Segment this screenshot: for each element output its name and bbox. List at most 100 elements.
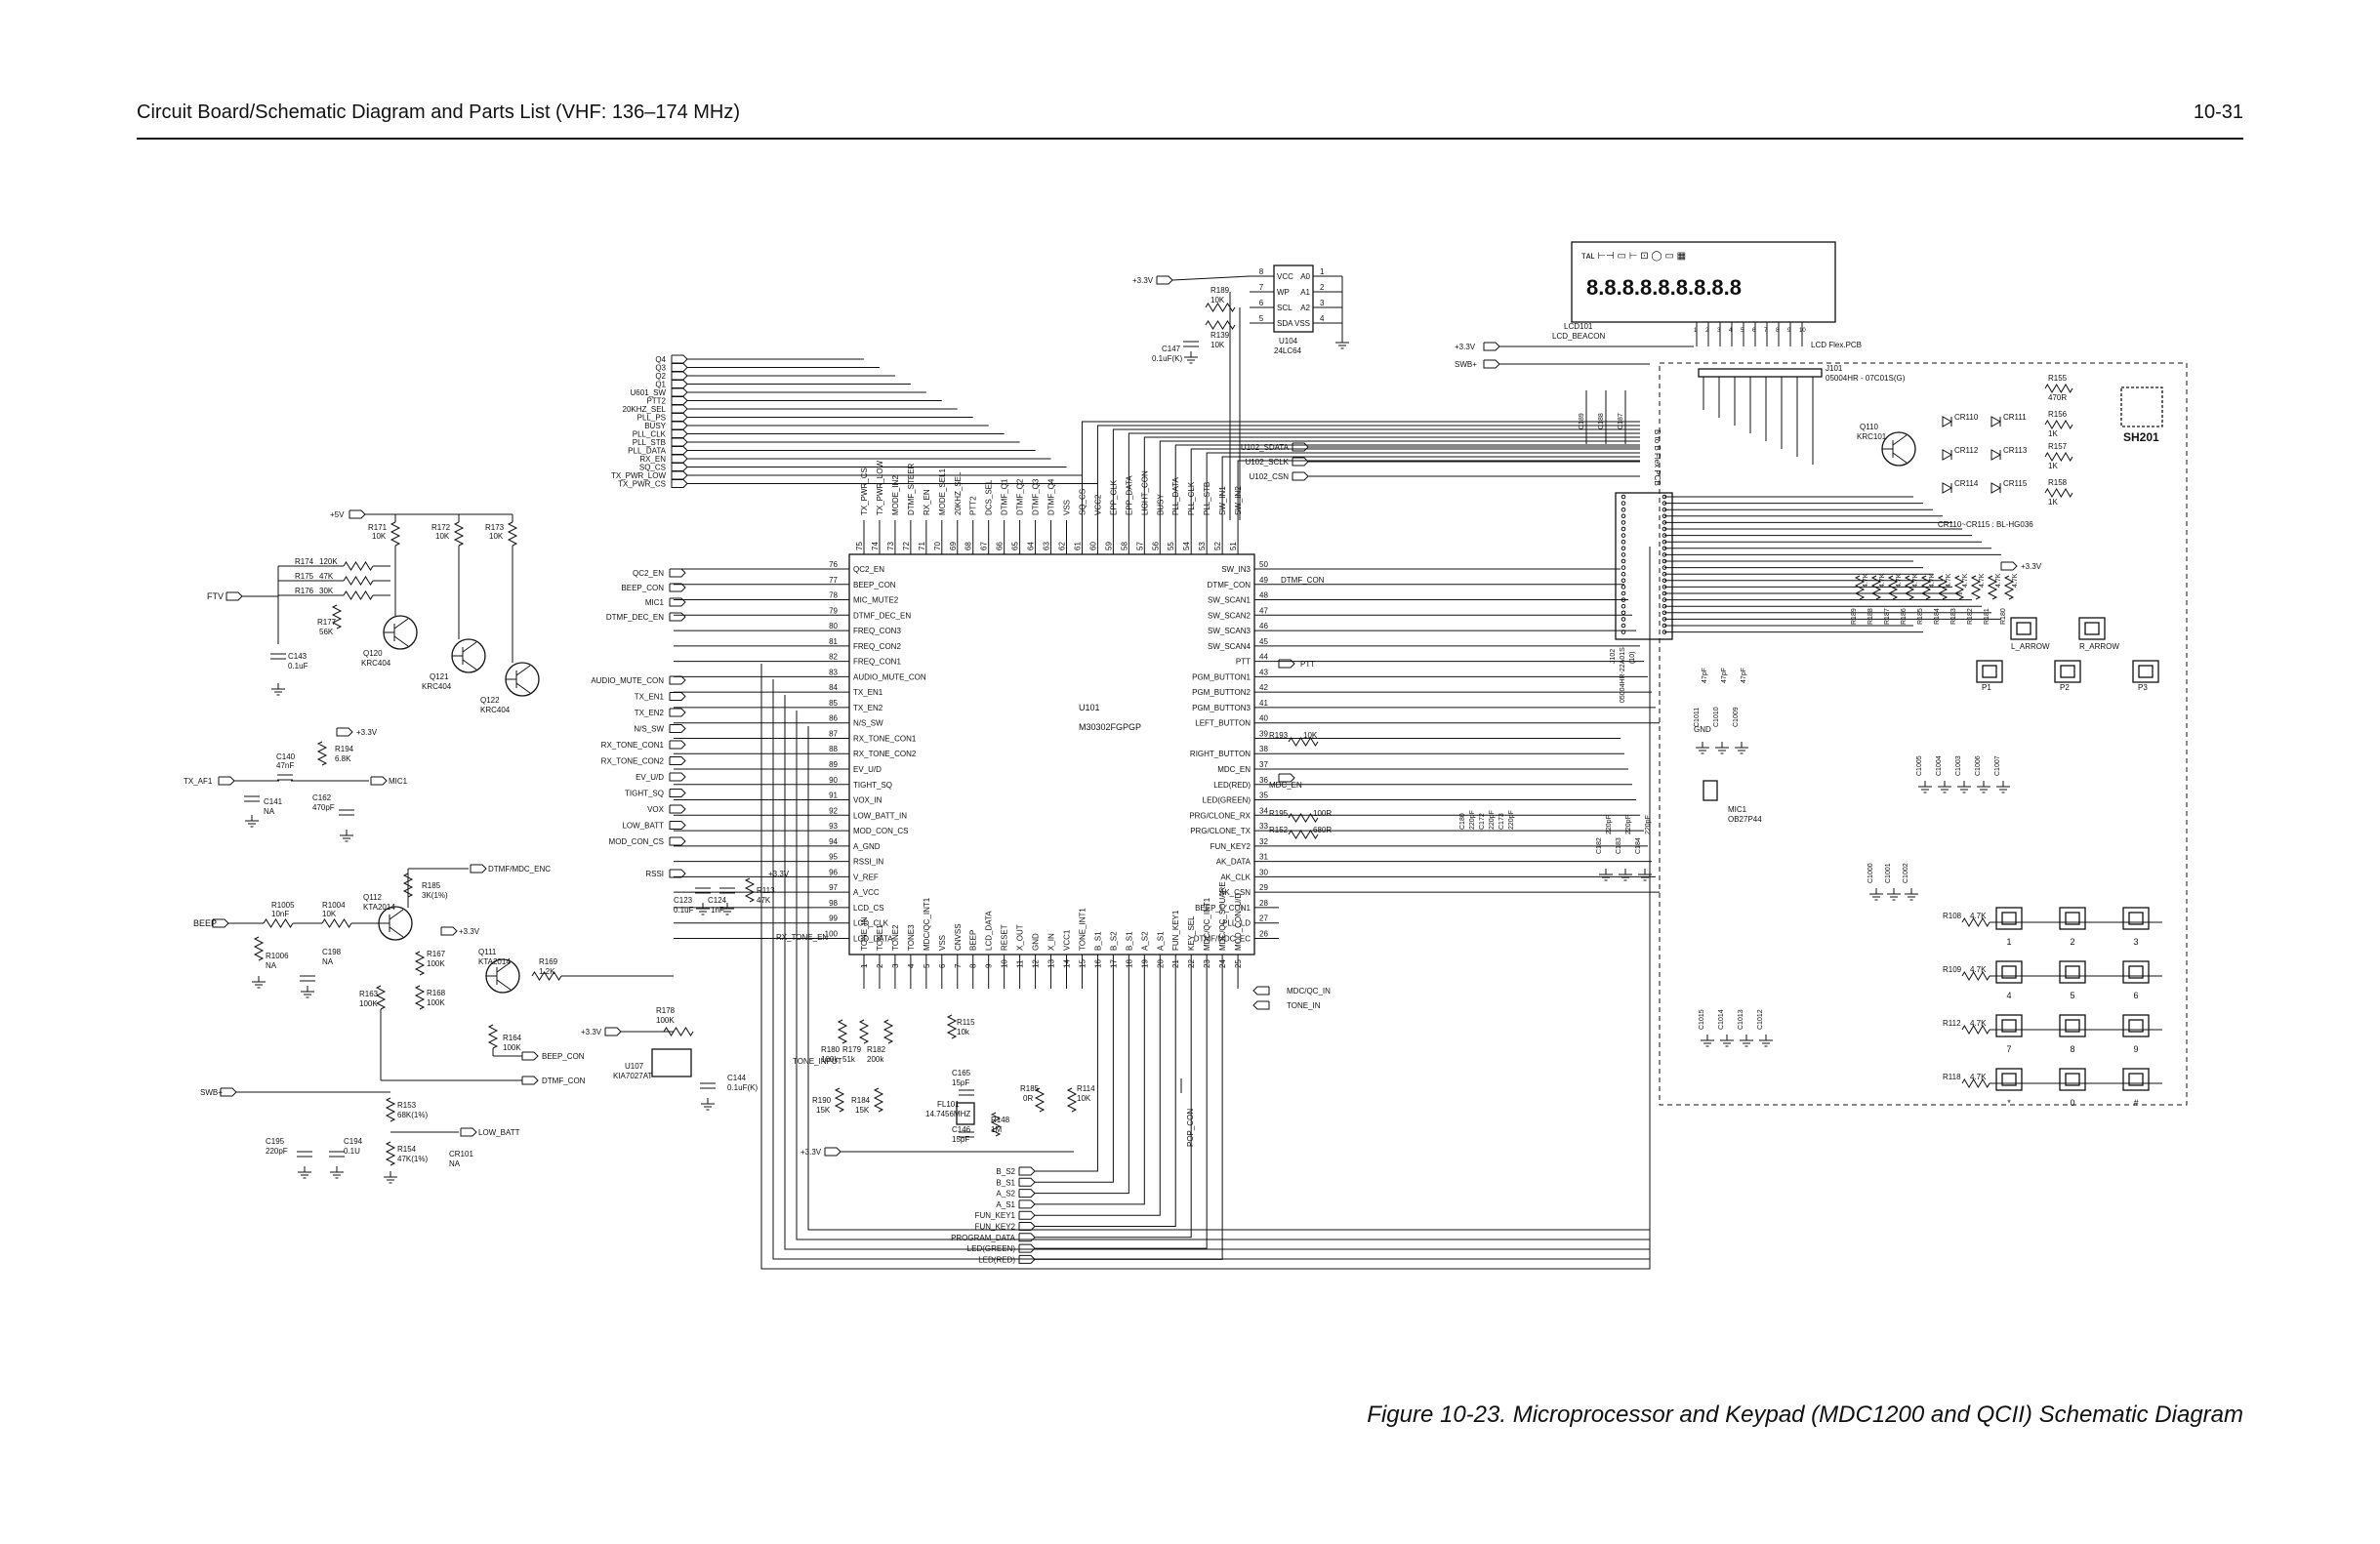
mcu-left-pin-number: 83 [829,668,838,676]
j102-pin [1621,546,1626,551]
mcu-right-pin-name: PGM_BUTTON3 [1192,704,1251,712]
keypad-key-label: 3 [2133,937,2138,947]
resistor-r1005 [263,918,294,928]
key-p1 [1982,665,1997,678]
cap-value: 220pF [1625,815,1632,834]
resistor-r164 [487,1024,499,1049]
left-bus-label: PLL_CLK [633,430,667,439]
mcu-bottom-pin-number: 18 [1125,959,1133,968]
tone-res-ref: R180 [821,1045,841,1054]
mcu-top-pin-name: DTMF_Q4 [1047,478,1056,515]
keypad-key-label: # [2133,1098,2138,1108]
lcd-swb-label: SWB+ [1455,360,1477,369]
mcu-left-pin-number: 85 [829,699,838,708]
left-bus-label: PLL_PS [637,414,666,423]
u107-part: KIA7027AT [613,1072,652,1080]
eeprom-vcc-wire [1171,275,1251,281]
keypad-key [1995,1014,2023,1037]
left-bus-label: PLL_DATA [628,447,666,456]
q122-ref: Q122 [480,696,500,705]
key-p2 [2060,665,2075,678]
bottom-bus-label: A_S1 [996,1200,1015,1209]
r1004-ref: R1004 [322,901,346,910]
left-bus-label: SQ_CS [639,464,666,472]
lcd-pin-number: 4 [1729,328,1733,334]
keypad-key [1995,960,2023,984]
resistor-ftv [343,576,374,586]
eeprom-pin-name: VSS [1294,319,1310,328]
mcu-left-pin-number: 88 [829,745,838,753]
r194-ref: R194 [335,745,354,753]
shield-sh201-body [2120,386,2163,427]
r163-ref: R163 [359,990,379,998]
mcu-right-pin-name: MDC_EN [1217,765,1251,774]
mcu-left-pin-number: 86 [829,714,838,723]
txaf-vcc-label: +3.3V [356,728,378,737]
mcu-left-pin-name: N/S_SW [853,719,883,728]
keypad-key-label: 9 [2133,1044,2138,1054]
resistor-r152 [1288,830,1319,839]
mcu-top-to-j102-wire [1237,460,1640,520]
mcu-bottom-pin-name: A_S2 [1140,931,1149,951]
u102-net-label: U102_SDATA [1241,443,1290,452]
mcu-right-pin-number: 38 [1259,745,1268,753]
j102-pin [1621,558,1626,564]
j102-pin [1621,507,1626,512]
mcu-left-pin-name: LCD_CS [853,904,884,913]
mcu-top-pin-number: 73 [886,542,895,550]
left-bus-flag [671,371,688,381]
mic1-body [1703,780,1718,801]
r153-value: 68K(1%) [397,1111,428,1119]
pop-con-label: POP_CON [1186,1109,1195,1147]
eeprom-pin-number: 2 [1320,283,1325,292]
mic1-part: OB27P44 [1728,815,1762,824]
column-res-ref: R189 [1851,608,1858,625]
mcu-left-net-flag [669,583,686,592]
cap-ref: C180 [1459,813,1466,830]
j101-ref: J101 [1826,364,1843,373]
mcu-top-pin-number: 74 [871,542,880,550]
mdc-qc-in-label: MDC/QC_IN [1287,987,1331,995]
mcu-top-pin-name: DTMF_Q2 [1016,478,1025,515]
j101-part: 05004HR - 07C01S(G) [1826,374,1906,383]
eeprom-pin-name: VCC [1277,272,1293,281]
lcd-ref: LCD101 [1564,322,1593,331]
mcu-right-pin-name: PLL_LD [1222,919,1251,928]
mcu-left-pin-number: 95 [829,853,838,862]
mcu-bottom-pin-number: 23 [1203,959,1211,968]
mcu-right-pin-number: 39 [1259,729,1268,738]
left-bus-flag [671,446,688,455]
mcu-left-pin-number: 76 [829,560,838,569]
mcu-left-pin-number: 82 [829,653,838,662]
row-res-ref: R109 [1943,965,1962,974]
mcu-bottom-pin-number: 15 [1078,959,1087,968]
keypad-key [2001,1073,2017,1086]
mcu-bottom-pin-name: CNVSS [954,923,963,951]
mcu-top-pin-name: 20KHZ_SEL [954,471,963,515]
c140-ref: C140 [276,752,296,761]
c194-value: 0.1U [344,1147,360,1156]
j102-pin [1621,610,1626,616]
mcu-left-pin-number: 87 [829,729,838,738]
transistor-q110 [1892,434,1908,446]
r177-value: 56K [319,628,334,636]
led-symbol [1942,449,1953,461]
mcu-left-pin-number: 89 [829,760,838,769]
keypad-key [2122,960,2150,984]
p3-label: P3 [2138,683,2148,692]
mdc-qc-in-flag [1252,986,1270,995]
keypad-key [1995,1068,2023,1091]
mcu-bottom-pin-number: 17 [1109,959,1118,968]
bottom-bus-flag [1018,1254,1036,1264]
mcu-left-pin-name: LCD_DATA [853,934,893,943]
key-left-arrow [2016,622,2031,635]
r190-ref: R190 [812,1096,832,1105]
p1-label: P1 [1982,683,1991,692]
keypad-key-label: 1 [2006,937,2011,947]
mcu-left-pin-number: 97 [829,883,838,892]
mcu-top-pin-number: 63 [1043,542,1051,550]
keypad-key [2001,1019,2017,1033]
lcd-pin-number: 2 [1705,328,1709,334]
keypad-key [2001,965,2017,979]
